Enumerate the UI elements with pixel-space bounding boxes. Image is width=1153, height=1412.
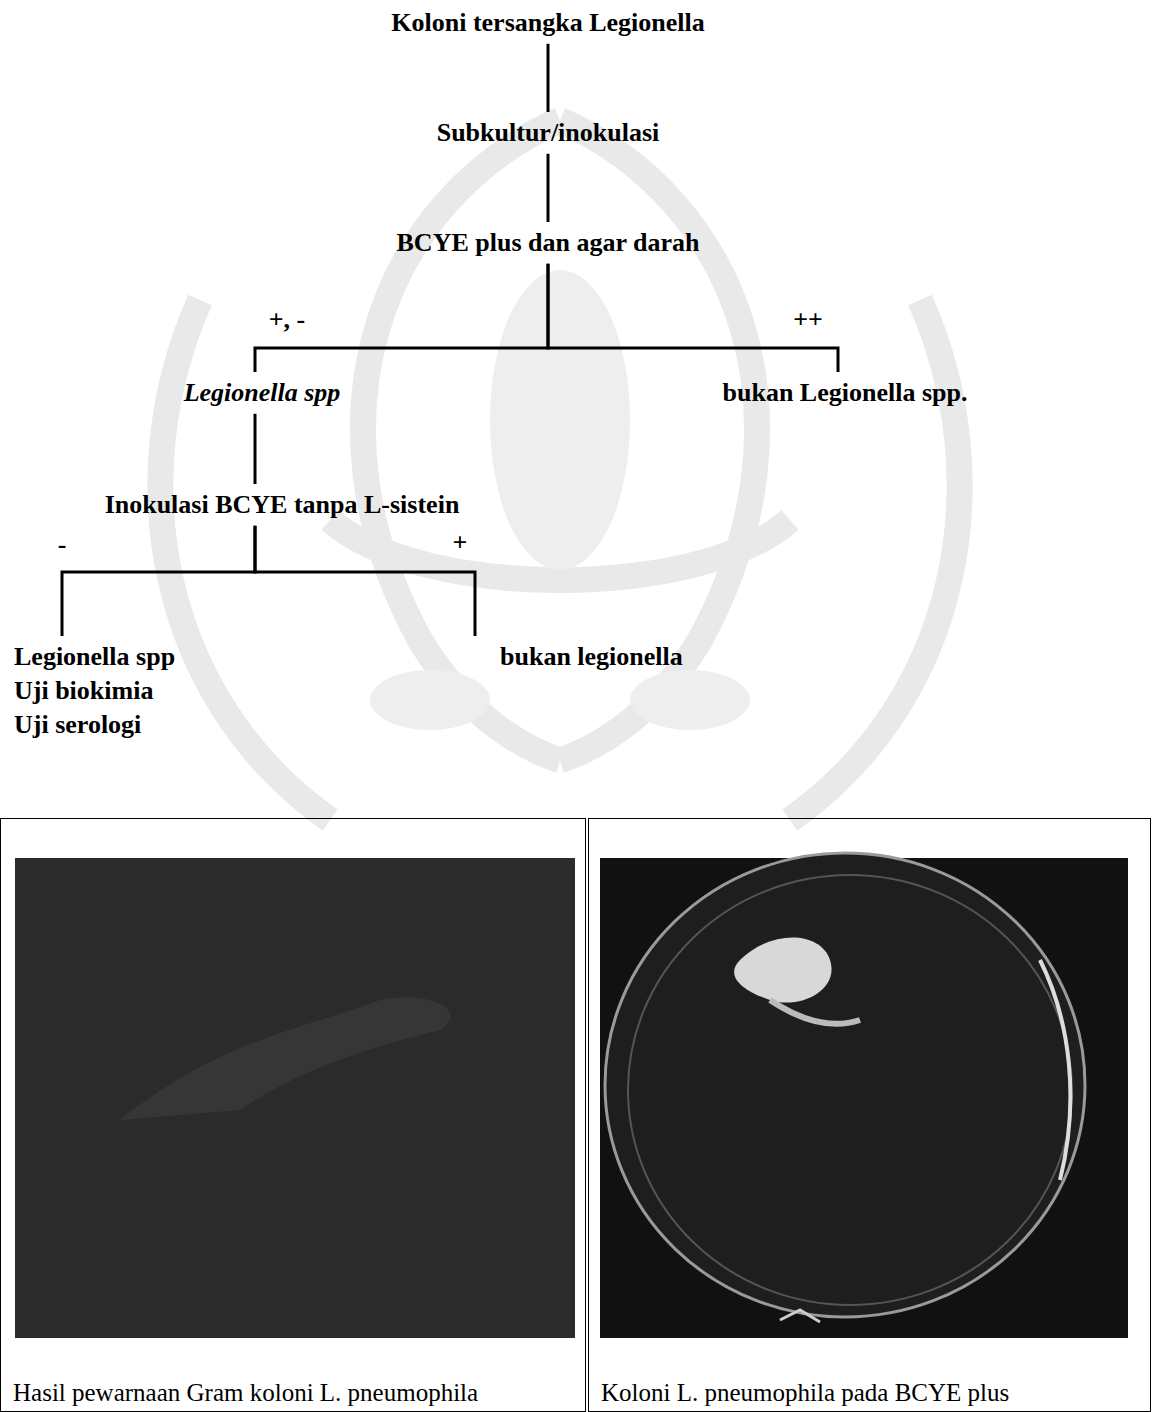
step-text: bukan Legionella spp. bbox=[723, 376, 968, 410]
flow-step: BCYE plus dan agar darah bbox=[397, 226, 700, 260]
colony-streak bbox=[770, 1000, 860, 1024]
flow-connector bbox=[255, 264, 548, 372]
step-text: Koloni tersangka Legionella bbox=[391, 6, 704, 40]
flow-step: Inokulasi BCYE tanpa L-sistein bbox=[105, 488, 460, 522]
petri-dish bbox=[605, 853, 1085, 1317]
step-text: bukan legionella bbox=[500, 640, 683, 674]
flow-result: bukan legionella bbox=[500, 640, 683, 674]
figure-panel: Koloni L. pneumophila pada BCYE plus bbox=[588, 818, 1151, 1412]
edge-label: +, - bbox=[269, 304, 305, 335]
colony-growth bbox=[734, 938, 831, 1003]
flow-step: Koloni tersangka Legionella bbox=[391, 6, 704, 40]
step-text: Uji biokimia bbox=[14, 674, 175, 708]
step-text: Uji serologi bbox=[14, 708, 175, 742]
step-text: Legionella spp bbox=[14, 640, 175, 674]
figure-caption: Hasil pewarnaan Gram koloni L. pneumophi… bbox=[13, 1379, 483, 1408]
flow-connector bbox=[548, 264, 838, 372]
flow-result: bukan Legionella spp. bbox=[723, 376, 968, 410]
plate-reflection bbox=[1040, 960, 1070, 1180]
flow-result: Legionella spp bbox=[184, 376, 341, 410]
step-text: Legionella spp bbox=[184, 376, 341, 410]
step-text: BCYE plus dan agar darah bbox=[397, 226, 700, 260]
flow-connector bbox=[62, 526, 255, 636]
edge-label: - bbox=[58, 529, 67, 560]
step-text: Inokulasi BCYE tanpa L-sistein bbox=[105, 488, 460, 522]
figure-caption: Koloni L. pneumophila pada BCYE plus bbox=[601, 1379, 1141, 1408]
petri-dish-rim bbox=[628, 875, 1072, 1305]
edge-label: ++ bbox=[793, 304, 823, 335]
flow-step: Subkultur/inokulasi bbox=[437, 116, 660, 150]
emblem bbox=[160, 120, 959, 820]
flow-connector bbox=[547, 44, 550, 112]
flow-connector bbox=[255, 526, 475, 636]
gram-stain-photo bbox=[15, 858, 575, 1338]
flow-connector bbox=[547, 154, 550, 222]
photo-shadow bbox=[120, 997, 450, 1120]
flow-connector bbox=[254, 414, 257, 484]
flow-result: Legionella sppUji biokimiaUji serologi bbox=[14, 640, 175, 741]
edge-label: + bbox=[453, 527, 468, 558]
step-text: Subkultur/inokulasi bbox=[437, 116, 660, 150]
figure-panel: Hasil pewarnaan Gram koloni L. pneumophi… bbox=[0, 818, 586, 1412]
plate-reflection bbox=[780, 1310, 820, 1322]
